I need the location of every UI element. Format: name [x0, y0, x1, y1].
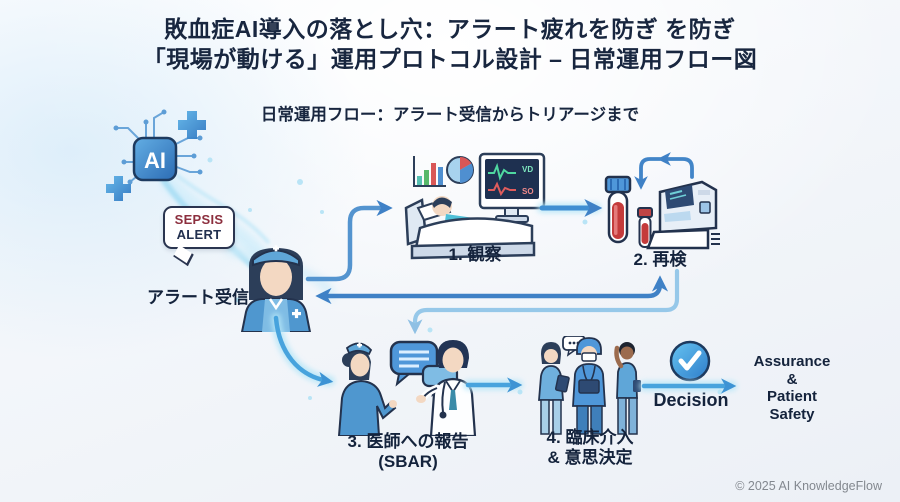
outcome-line2: &	[786, 370, 798, 388]
step3-sublabel: (SBAR)	[378, 452, 438, 471]
flow-subtitle: 日常運用フロー：アラート受信からトリアージまで	[260, 106, 640, 124]
patient-monitoring-icon: VD SO	[404, 152, 546, 260]
arrow-retest-nurse-bidirectional	[315, 275, 669, 305]
title-line1: 敗血症AI導入の落とし穴：アラート疲れを防ぎ を防ぎ	[164, 16, 736, 42]
outcome-text: Assurance & Patient Safety	[742, 353, 842, 423]
arrow-nurse-to-observe	[305, 199, 393, 282]
ai-chip-label: AI	[144, 148, 166, 173]
lab-analyzer-icon	[646, 180, 720, 250]
clinical-team-icon	[538, 336, 641, 435]
monitor-top-reading: VD	[522, 165, 533, 174]
team-staff-icon	[614, 342, 641, 435]
sepsis-text: SEPSIS	[174, 212, 224, 227]
arrow-retest-loop-down	[634, 157, 662, 190]
outcome-line1: Assurance	[753, 353, 831, 370]
bar-chart-icon	[413, 156, 446, 187]
team-nurse-icon	[538, 342, 570, 435]
outcome-line3: Patient	[766, 388, 817, 405]
decision-check-icon	[669, 340, 711, 382]
step4-sublabel: & 意思決定	[547, 448, 633, 467]
alert-text: ALERT	[176, 227, 222, 242]
arrow-retest-to-report	[407, 268, 680, 335]
blood-retest-icon	[604, 175, 720, 250]
step2-label: 2. 再検	[633, 250, 687, 269]
step4-label: 4. 臨床介入	[546, 428, 634, 447]
arrow-retest-loop-left	[657, 152, 694, 179]
surgeon-icon	[572, 337, 606, 435]
arrow-nurse-to-report	[273, 315, 334, 387]
medical-cross-icon	[178, 111, 206, 139]
pie-chart-icon	[446, 156, 474, 184]
nurse-icon	[240, 245, 312, 332]
decision-label: Decision	[653, 390, 729, 410]
alert-receive-label: アラート受信	[147, 288, 249, 307]
small-blood-tube-icon	[637, 207, 653, 248]
monitor-bottom-reading: SO	[522, 187, 534, 196]
step1-label: 1. 観察	[448, 245, 502, 264]
patient-in-bed-icon	[404, 196, 536, 260]
vitals-monitor-icon: VD SO	[478, 152, 546, 223]
ai-chip-icon: AI	[106, 109, 206, 201]
title-line2: 「現場が動ける」運用プロトコル設計 – 日常運用フロー図	[142, 46, 758, 72]
medical-cross-icon	[106, 176, 131, 201]
copyright-notice: © 2025 AI KnowledgeFlow	[735, 479, 882, 493]
reporting-nurse-icon	[337, 342, 397, 436]
sepsis-alert-bubble: SEPSIS ALERT	[163, 206, 235, 249]
speech-bubbles-icon	[389, 340, 459, 398]
page-title: 敗血症AI導入の落とし穴：アラート疲れを防ぎ を防ぎ 「現場が動ける」運用プロト…	[0, 14, 900, 74]
physician-icon	[416, 340, 477, 436]
blood-tube-icon	[604, 175, 632, 244]
outcome-line4: Safety	[769, 405, 815, 423]
step3-label: 3. 医師への報告	[347, 432, 469, 451]
sbar-report-icon	[337, 340, 477, 436]
